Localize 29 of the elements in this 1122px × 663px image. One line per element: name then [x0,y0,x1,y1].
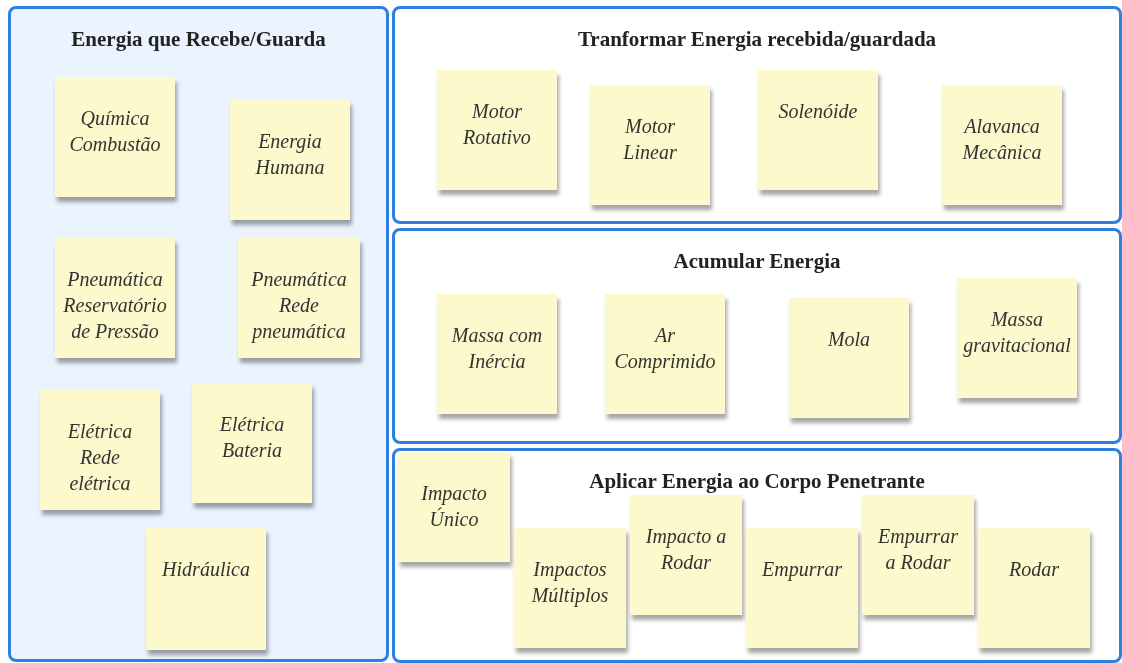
panel [392,448,1122,663]
sticky-note: Impacto Único [398,452,510,562]
sticky-note: Impacto a Rodar [630,495,742,615]
sticky-note: Pneumática Reservatório de Pressão [55,238,175,358]
sticky-note: Rodar [978,528,1090,648]
sticky-note: Solenóide [758,70,878,190]
panel-title: Tranformar Energia recebida/guardada [577,27,937,52]
sticky-note: Ar Comprimido [605,294,725,414]
sticky-note: Energia Humana [230,100,350,220]
sticky-note: Motor Rotativo [437,70,557,190]
sticky-note: Massa com Inércia [437,294,557,414]
sticky-note: Elétrica Bateria [192,383,312,503]
sticky-note: Impactos Múltiplos [514,528,626,648]
sticky-note: Hidráulica [146,528,266,650]
sticky-note: Massa gravitacional [957,278,1077,398]
sticky-note: Motor Linear [590,85,710,205]
sticky-note: Empurrar a Rodar [862,495,974,615]
panel [392,228,1122,444]
panel [8,6,389,662]
panel [392,6,1122,224]
sticky-note: Pneumática Rede pneumática [238,238,360,358]
panel-title: Aplicar Energia ao Corpo Penetrante [589,469,925,494]
sticky-note: Alavanca Mecânica [942,85,1062,205]
panel-title: Energia que Recebe/Guarda [71,27,326,52]
sticky-note: Elétrica Rede elétrica [40,390,160,510]
sticky-note: Química Combustão [55,77,175,197]
sticky-note: Empurrar [746,528,858,648]
sticky-note: Mola [789,298,909,418]
panel-title: Acumular Energia [673,249,841,274]
